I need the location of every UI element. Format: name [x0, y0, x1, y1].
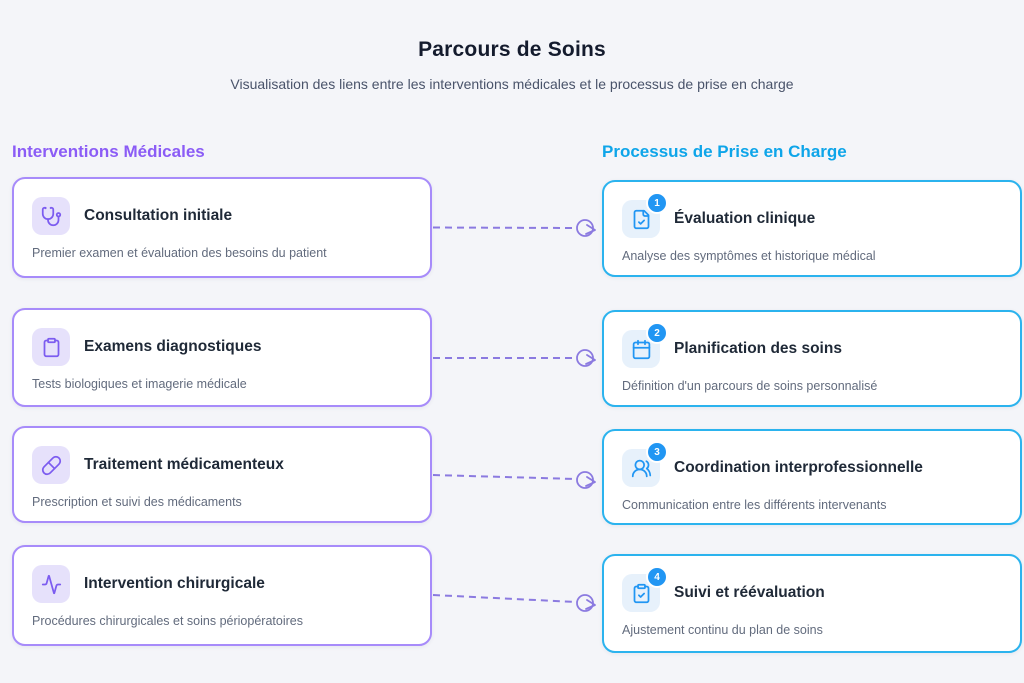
card-title: Coordination interprofessionnelle — [674, 459, 923, 476]
connector-row-2 — [433, 349, 596, 367]
left-column-header: Interventions Médicales — [12, 142, 205, 161]
connector-row-3 — [432, 471, 596, 489]
step-badge: 1 — [646, 192, 668, 214]
card-title: Examens diagnostiques — [84, 338, 262, 355]
intervention-card-consultation-initiale: Consultation initiale Premier examen et … — [12, 177, 432, 278]
step-badge: 2 — [646, 322, 668, 344]
card-description: Tests biologiques et imagerie médicale — [32, 377, 247, 391]
step-badge: 4 — [646, 566, 668, 588]
connector-row-4 — [432, 594, 596, 612]
card-title: Suivi et réévaluation — [674, 584, 825, 601]
clipboard-check-icon: 4 — [622, 566, 668, 612]
card-title: Traitement médicamenteux — [84, 456, 284, 473]
card-description: Analyse des symptômes et historique médi… — [622, 249, 876, 263]
process-card-planification-des-soins: 2 Planification des soins Définition d'u… — [602, 310, 1022, 407]
process-card-coordination-interprofessionnelle: 3 Coordination interprofessionnelle Comm… — [602, 429, 1022, 525]
file-check-icon: 1 — [622, 192, 668, 238]
intervention-card-traitement-medicamenteux: Traitement médicamenteux Prescription et… — [12, 426, 432, 523]
connector-row-1 — [432, 219, 596, 237]
card-title: Évaluation clinique — [674, 210, 816, 227]
users-icon: 3 — [622, 441, 668, 487]
page-subtitle: Visualisation des liens entre les interv… — [230, 76, 794, 92]
card-description: Définition d'un parcours de soins person… — [622, 379, 878, 393]
step-badge: 3 — [646, 441, 668, 463]
card-title: Consultation initiale — [84, 207, 233, 224]
intervention-card-intervention-chirurgicale: Intervention chirurgicale Procédures chi… — [12, 545, 432, 646]
stethoscope-icon — [32, 197, 70, 235]
right-column-header: Processus de Prise en Charge — [602, 142, 847, 161]
activity-icon — [32, 565, 70, 603]
card-description: Communication entre les différents inter… — [622, 498, 887, 512]
page-header: Parcours de Soins Visualisation des lien… — [0, 38, 1024, 92]
page-title: Parcours de Soins — [418, 38, 606, 61]
process-card-suivi-et-reevaluation: 4 Suivi et réévaluation Ajustement conti… — [602, 554, 1022, 653]
intervention-card-examens-diagnostiques: Examens diagnostiques Tests biologiques … — [12, 308, 432, 407]
pill-icon — [32, 446, 70, 484]
card-description: Procédures chirurgicales et soins périop… — [32, 614, 303, 628]
calendar-icon: 2 — [622, 322, 668, 368]
card-title: Planification des soins — [674, 340, 842, 357]
clipboard-icon — [32, 328, 70, 366]
card-description: Premier examen et évaluation des besoins… — [32, 246, 327, 260]
card-description: Prescription et suivi des médicaments — [32, 495, 242, 509]
card-description: Ajustement continu du plan de soins — [622, 623, 823, 637]
card-title: Intervention chirurgicale — [84, 575, 265, 592]
process-card-evaluation-clinique: 1 Évaluation clinique Analyse des symptô… — [602, 180, 1022, 277]
